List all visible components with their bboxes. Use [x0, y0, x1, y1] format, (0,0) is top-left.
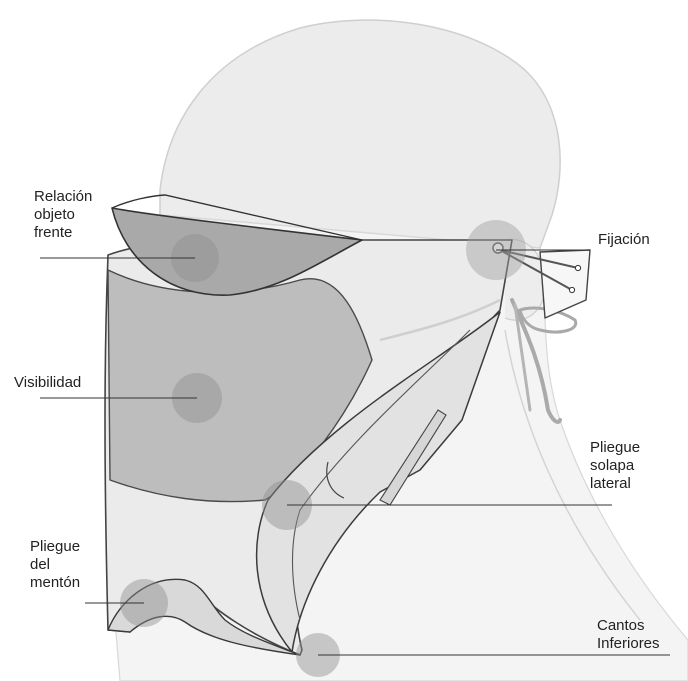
label-cantos-line1: Cantos	[597, 617, 660, 635]
label-relacion-line2: objeto	[34, 206, 92, 224]
label-relacion-line1: Relación	[34, 188, 92, 206]
label-menton-line2: del	[30, 556, 80, 574]
label-menton-line3: mentón	[30, 574, 80, 592]
label-visibilidad: Visibilidad	[14, 374, 81, 392]
label-relacion-line3: frente	[34, 224, 92, 242]
label-cantos-inferiores: Cantos Inferiores	[597, 617, 660, 653]
label-solapa-line3: lateral	[590, 475, 640, 493]
label-relacion-objeto-frente: Relación objeto frente	[34, 188, 92, 242]
label-visibilidad-text: Visibilidad	[14, 374, 81, 392]
label-solapa-line2: solapa	[590, 457, 640, 475]
label-solapa-line1: Pliegue	[590, 439, 640, 457]
label-menton-line1: Pliegue	[30, 538, 80, 556]
label-fijacion-text: Fijación	[598, 231, 650, 249]
label-cantos-line2: Inferiores	[597, 635, 660, 653]
label-pliegue-menton: Pliegue del mentón	[30, 538, 80, 592]
label-pliegue-solapa-lateral: Pliegue solapa lateral	[590, 439, 640, 493]
head-cap	[160, 20, 560, 248]
label-fijacion: Fijación	[598, 231, 650, 249]
